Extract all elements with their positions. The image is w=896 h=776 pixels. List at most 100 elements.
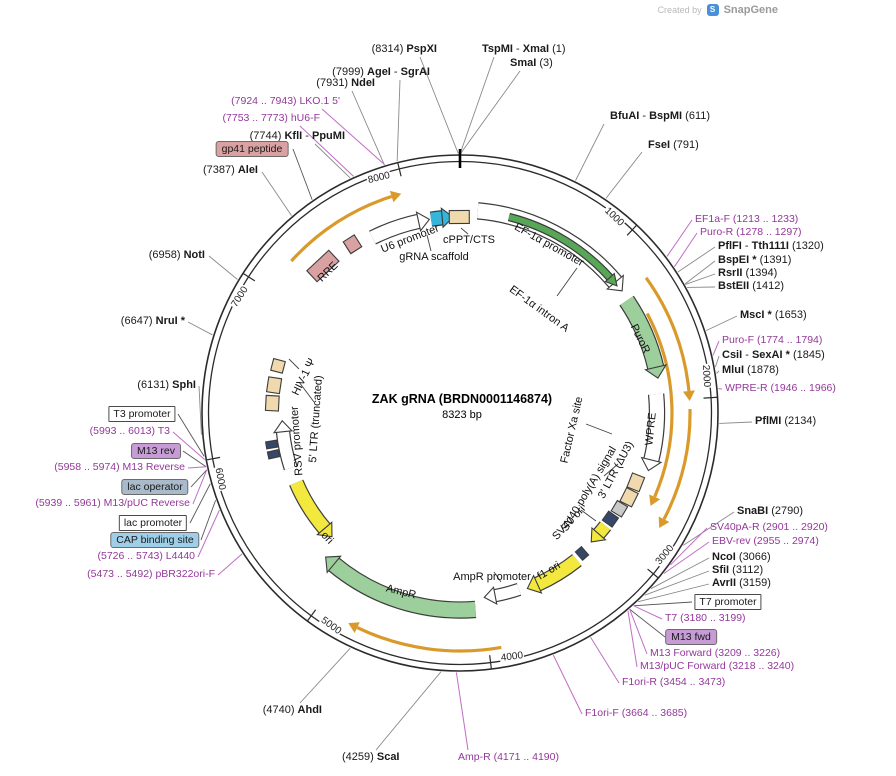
feature-tag-t7-promoter[interactable]: T7 promoter xyxy=(694,594,762,610)
feature-ori-arrowhead[interactable] xyxy=(316,521,333,538)
enzyme-label-pflfi-tth111i[interactable]: PflFI - Tth111I (1320) xyxy=(718,240,824,252)
feature-wpre[interactable] xyxy=(644,393,664,462)
enzyme-label-avrii[interactable]: AvrII (3159) xyxy=(712,577,771,589)
enzyme-label-nrui[interactable]: (6647) NruI * xyxy=(120,315,185,327)
enzyme-label-ncoi[interactable]: NcoI (3066) xyxy=(712,551,771,563)
enzyme-label-snabi[interactable]: SnaBI (2790) xyxy=(737,505,804,517)
primer-label-f1ori-f[interactable]: F1ori-F (3664 .. 3685) xyxy=(585,707,688,719)
feature-label-factor-xa-site[interactable]: Factor Xa site xyxy=(558,395,586,465)
feature-label-f1-ori[interactable]: f1 ori xyxy=(535,559,563,583)
enzyme-label-bsteii[interactable]: BstEII (1412) xyxy=(718,280,785,292)
primer-label-ef1a-f[interactable]: EF1a-F (1213 .. 1233) xyxy=(695,213,799,225)
feature-psi-box[interactable] xyxy=(270,357,286,374)
feature-puror-arrowhead[interactable] xyxy=(644,364,668,379)
enzyme-label-sfii[interactable]: SfiI (3112) xyxy=(712,564,764,576)
enzyme-label-smai[interactable]: SmaI (3) xyxy=(510,57,553,69)
primer-label-t3[interactable]: (5993 .. 6013) T3 xyxy=(89,425,170,437)
enzyme-label-alei[interactable]: (7387) AleI xyxy=(202,164,258,176)
feature-sv40-ori-arrowhead[interactable] xyxy=(590,526,607,543)
feature-cppt-cts[interactable] xyxy=(448,209,470,225)
feature-label-rsv-promoter[interactable]: RSV promoter xyxy=(288,405,306,477)
enzyme-label-msci[interactable]: MscI * (1653) xyxy=(740,309,807,321)
feature-label-ampr[interactable]: AmpR xyxy=(384,582,418,602)
enzyme-label-noti[interactable]: (6958) NotI xyxy=(148,249,205,261)
enzyme-label-fsei[interactable]: FseI (791) xyxy=(648,139,699,151)
feature-wpre-arrowhead[interactable] xyxy=(640,456,663,472)
feature-dark-box[interactable] xyxy=(601,510,620,528)
primer-label-hu6-f[interactable]: (7753 .. 7773) hU6-F xyxy=(222,112,320,124)
feature-tag-cap-binding-site[interactable]: CAP binding site xyxy=(110,532,200,548)
enzyme-label-pspxi[interactable]: (8314) PspXI xyxy=(371,43,437,55)
feature-ampr-arrowhead[interactable] xyxy=(325,555,342,574)
feature-puror[interactable] xyxy=(620,296,664,370)
primer-label-amp-r[interactable]: Amp-R (4171 .. 4190) xyxy=(458,751,559,763)
feature-tag-t3-promoter[interactable]: T3 promoter xyxy=(108,406,176,422)
feature-grna-scaffold-arrowhead[interactable] xyxy=(440,207,454,229)
enzyme-label-tspmi-xmai[interactable]: TspMI - XmaI (1) xyxy=(482,43,566,55)
primer-label-ebv-rev[interactable]: EBV-rev (2955 .. 2974) xyxy=(712,535,819,547)
enzyme-label-scai[interactable]: (4259) ScaI xyxy=(342,751,400,763)
primer-label-t7[interactable]: T7 (3180 .. 3199) xyxy=(665,612,746,624)
feature-ltr3-box-1[interactable] xyxy=(626,472,646,493)
feature-label-ltr5[interactable]: 5' LTR (truncated) xyxy=(306,374,326,464)
enzyme-label-bspei[interactable]: BspEI * (1391) xyxy=(718,254,792,266)
enzyme-label-kfli-ppumi[interactable]: (7744) KflI - PpuMI xyxy=(249,130,345,142)
primer-label-f1ori-r[interactable]: F1ori-R (3454 .. 3473) xyxy=(622,676,726,688)
feature-ltr5-box-2[interactable] xyxy=(265,376,283,395)
feature-tag-lac-operator[interactable]: lac operator xyxy=(121,479,189,495)
feature-label-ampr-promoter[interactable]: AmpR promoter xyxy=(453,571,531,583)
primer-label-wpre-r[interactable]: WPRE-R (1946 .. 1966) xyxy=(725,382,836,394)
feature-t7-region-box[interactable] xyxy=(574,545,590,561)
feature-sv40-pa-box[interactable] xyxy=(610,499,629,518)
primer-label-m13-puc-reverse[interactable]: (5939 .. 5961) M13/pUC Reverse xyxy=(35,497,190,509)
feature-lac-box-1[interactable] xyxy=(266,449,281,460)
feature-tag-lac-promoter[interactable]: lac promoter xyxy=(118,515,188,531)
feature-u6-promoter-arrowhead[interactable] xyxy=(415,211,431,232)
feature-label-wpre[interactable]: WPRE xyxy=(643,411,659,447)
enzyme-label-sphi[interactable]: (6131) SphI xyxy=(137,379,196,391)
primer-label-puro-f[interactable]: Puro-F (1774 .. 1794) xyxy=(722,334,823,346)
feature-label-puror[interactable]: PuroR xyxy=(627,322,653,356)
enzyme-label-rsrii[interactable]: RsrII (1394) xyxy=(718,267,778,279)
enzyme-label-mlui[interactable]: MluI (1878) xyxy=(722,364,779,376)
feature-ori[interactable] xyxy=(290,479,330,533)
enzyme-label-csii-sexai[interactable]: CsiI - SexAI * (1845) xyxy=(722,349,825,361)
feature-label-cppt-cts[interactable]: cPPT/CTS xyxy=(443,234,495,246)
feature-label-rre[interactable]: RRE xyxy=(315,259,341,285)
feature-f1-ori[interactable] xyxy=(534,554,582,591)
enzyme-label-agei-sgrai[interactable]: (7999) AgeI - SgrAI xyxy=(332,66,430,78)
feature-tag-m13-rev[interactable]: M13 rev xyxy=(131,443,181,459)
enzyme-label-ndei[interactable]: (7931) NdeI xyxy=(316,77,375,89)
primer-label-sv40pa-r[interactable]: SV40pA-R (2901 .. 2920) xyxy=(710,521,828,533)
primer-label-puro-r[interactable]: Puro-R (1278 .. 1297) xyxy=(700,226,802,238)
feature-tag-m13-fwd[interactable]: M13 fwd xyxy=(665,629,717,645)
feature-ampr-promoter-arrowhead[interactable] xyxy=(483,586,498,606)
feature-label-grna-scaffold[interactable]: gRNA scaffold xyxy=(399,251,469,263)
feature-u6-promoter[interactable] xyxy=(369,215,420,244)
enzyme-label-ahdi[interactable]: (4740) AhdI xyxy=(262,704,322,716)
feature-f1-ori-arrowhead[interactable] xyxy=(526,574,543,594)
enzyme-label-pflmi[interactable]: PflMI (2134) xyxy=(755,415,817,427)
feature-ltr3-box-2[interactable] xyxy=(619,486,640,508)
feature-label-ef1a-promoter[interactable]: EF-1α promoter xyxy=(512,221,586,269)
primer-label-m13-puc-forward[interactable]: M13/pUC Forward (3218 .. 3240) xyxy=(640,660,795,672)
feature-ltr5-box-1[interactable] xyxy=(264,394,280,412)
feature-label-ori[interactable]: ori xyxy=(318,529,336,547)
feature-tag-gp41-peptide[interactable]: gp41 peptide xyxy=(215,141,289,157)
feature-ampr[interactable] xyxy=(329,558,477,618)
primer-label-m13-reverse[interactable]: (5958 .. 5974) M13 Reverse xyxy=(54,461,185,473)
feature-gp41-box[interactable] xyxy=(342,234,363,255)
enzyme-label-bfuai-bspmi[interactable]: BfuAI - BspMI (611) xyxy=(610,110,711,122)
leader-line xyxy=(705,315,738,332)
primer-label-pbr322ori-f[interactable]: (5473 .. 5492) pBR322ori-F xyxy=(87,568,215,580)
feature-ef1a-intron-a[interactable] xyxy=(508,214,613,280)
primer-label-m13-forward[interactable]: M13 Forward (3209 .. 3226) xyxy=(650,647,781,659)
feature-lac-box-2[interactable] xyxy=(264,439,279,450)
feature-rsv-promoter-arrowhead[interactable] xyxy=(272,419,294,434)
primer-label-l4440[interactable]: (5726 .. 5743) L4440 xyxy=(97,550,196,562)
primer-label-lko1-5[interactable]: (7924 .. 7943) LKO.1 5' xyxy=(231,95,340,107)
feature-label-ef1a-intron-a[interactable]: EF-1α intron A xyxy=(506,283,572,335)
feature-rre[interactable] xyxy=(306,249,340,283)
feature-ef1a-intron-a-arrowhead[interactable] xyxy=(604,272,618,287)
